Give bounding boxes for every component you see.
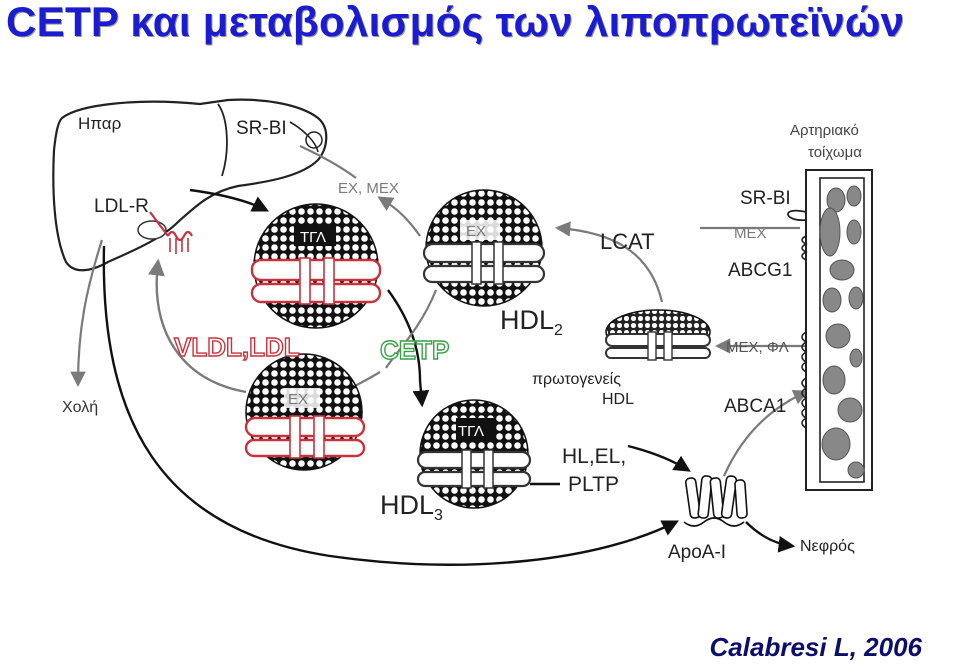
hdl2-ex-label: ΕΧ [466, 223, 486, 240]
hdl3-tg-label: ΤΓΛ [458, 423, 484, 440]
ldl-receptor-icon [137, 211, 193, 254]
ldl-particle [244, 353, 366, 471]
srbi-liver-label: SR-BI [236, 118, 287, 139]
hdl3-label: HDL3 [380, 490, 443, 524]
vldl-tg-label: ΤΓΛ [300, 229, 326, 246]
primary-hdl-label-line1: πρωτογενείς [532, 371, 621, 388]
bile-label: Χολή [62, 399, 98, 416]
hdl3-subscript: 3 [434, 507, 443, 524]
abca1-label: ABCA1 [724, 396, 786, 417]
kidney-label: Νεφρός [800, 538, 855, 555]
primary-hdl-label-line2: HDL [602, 391, 634, 408]
hdl2-label: HDL2 [500, 305, 563, 339]
apoai-icon [683, 475, 748, 527]
ex-mex-label: ΕΧ, ΜΕΧ [338, 180, 399, 197]
artery-label-line2: τοίχωμα [808, 144, 862, 161]
hdl3-text: HDL [380, 490, 434, 520]
mex-fl-label: ΜΕΧ, ΦΛ [726, 339, 789, 356]
lcat-label: LCAT [600, 229, 655, 254]
liver-label: Ηπαρ [78, 114, 121, 133]
ldl-ex-label: ΕΧ [288, 391, 308, 408]
liver [52, 98, 328, 272]
flow-arrows [70, 145, 809, 566]
hdl2-subscript: 2 [554, 322, 563, 339]
pltp-label: PLTP [568, 473, 619, 496]
arterial-wall [787, 169, 873, 491]
apoai-label: ApoA-I [668, 542, 726, 563]
cetp-label: CETP [380, 335, 449, 365]
slide-title: CETP και μεταβολισμός των λιποπρωτεϊνών [6, 0, 905, 45]
srbi-artery-label: SR-BI [740, 188, 791, 209]
abcg1-label: ABCG1 [728, 260, 792, 281]
vldl-ldl-label: VLDL,LDL [174, 332, 300, 362]
primary-hdl-particle [605, 309, 711, 361]
hl-el-label: HL,EL, [562, 445, 626, 468]
vldl-particle [250, 203, 382, 329]
hdl3-particle [416, 399, 532, 509]
mex-label: ΜΕΧ [734, 225, 767, 242]
citation: Calabresi L, 2006 [709, 632, 922, 662]
ldlr-label: LDL-R [94, 196, 149, 217]
artery-label-line1: Αρτηριακό [790, 122, 859, 139]
hdl2-particle [422, 189, 546, 307]
hdl2-text: HDL [500, 305, 554, 335]
